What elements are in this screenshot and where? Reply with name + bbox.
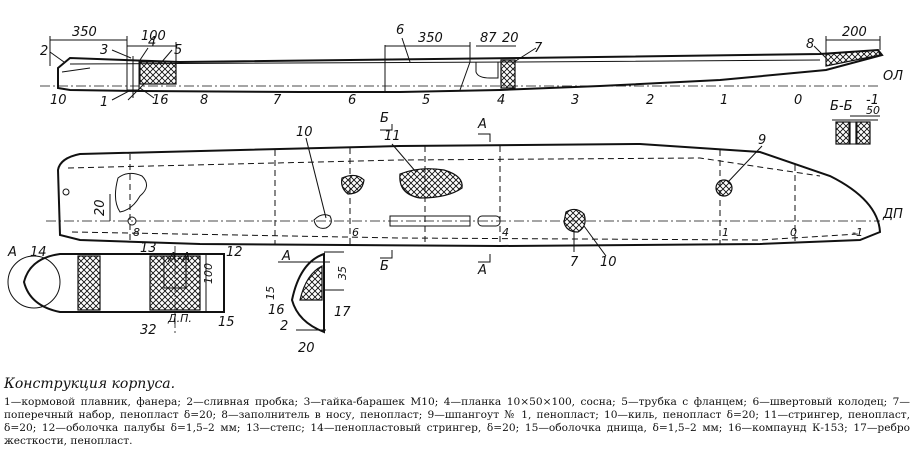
section-aa-callout-13: 13 [140, 241, 157, 256]
plan-hull-outline [56, 142, 882, 248]
section-aa-callout-12: 12 [226, 245, 243, 260]
station-4: 4 [497, 93, 505, 108]
caption-legend: 1—кормовой плавник, фанера; 2—сливная пр… [4, 396, 910, 447]
waterline-label: ОЛ [883, 69, 903, 84]
section-bb: Б-Б 50 [830, 99, 880, 145]
station-10: 10 [50, 93, 67, 108]
frame-1-block [715, 179, 733, 197]
hull-construction-drawing: 350 100 350 87 20 200 2 3 4 5 6 7 8 1 16… [7, 23, 903, 356]
detail-a-dim-15: 15 [264, 286, 277, 300]
callout-7: 7 [534, 41, 543, 56]
station-5: 5 [422, 93, 430, 108]
plan-callout-10b: 10 [600, 255, 617, 270]
section-aa: А-А А 14 13 12 15 100 32 Д.П. [7, 241, 243, 338]
station-6: 6 [348, 93, 356, 108]
keel-block [563, 208, 586, 233]
section-aa-dp: Д.П. [167, 312, 192, 325]
dim-87: 87 [480, 31, 497, 46]
detail-a-title: А [281, 249, 291, 264]
bow-filler [825, 49, 881, 67]
figure-caption: Конструкция корпуса. 1—кормовой плавник,… [4, 376, 910, 448]
dim-20: 20 [502, 31, 519, 46]
station-1: 1 [720, 93, 728, 108]
section-aa-callout-15: 15 [218, 315, 235, 330]
dim-200: 200 [842, 25, 867, 40]
detail-a-dim-35: 35 [336, 266, 349, 280]
detail-a: А 35 15 2 20 16 17 [264, 249, 351, 356]
plan-station-4: 4 [502, 226, 509, 239]
section-bb-dim-50: 50 [866, 104, 880, 117]
station-minus-1: -1 [866, 93, 879, 108]
section-bb-title: Б-Б [830, 99, 853, 114]
callout-16: 16 [152, 93, 169, 108]
centerline-label: ДП [882, 207, 903, 222]
dim-100: 100 [141, 29, 166, 44]
section-mark-b-top: Б [380, 111, 389, 126]
dim-350-stern: 350 [72, 25, 97, 40]
section-aa-outline [22, 253, 225, 313]
callout-5: 5 [174, 43, 182, 58]
side-view: 350 100 350 87 20 200 2 3 4 5 6 7 8 1 16… [40, 23, 903, 110]
section-mark-b-bottom: Б [380, 259, 389, 274]
detail-a-dim-20: 20 [298, 341, 315, 356]
detail-a-dim-2: 2 [280, 319, 288, 334]
section-aa-callout-a: А [7, 245, 17, 260]
section-aa-dim-100: 100 [202, 263, 215, 284]
detail-a-callout-16: 16 [268, 303, 285, 318]
station-0: 0 [794, 93, 802, 108]
plan-station-8: 8 [133, 226, 140, 239]
plan-station-1: 1 [722, 226, 729, 239]
plan-callout-9: 9 [758, 133, 766, 148]
plan-callout-10: 10 [296, 125, 313, 140]
plan-station-6: 6 [352, 226, 359, 239]
frame-pack-plan-7b [399, 168, 463, 199]
plan-callout-7: 7 [570, 255, 579, 270]
section-mark-a-top: А [477, 117, 487, 132]
callout-4: 4 [148, 35, 156, 50]
dim-350-mid: 350 [418, 31, 443, 46]
plan-station-0: 0 [790, 226, 797, 239]
station-8: 8 [200, 93, 208, 108]
detail-a-callout-17: 17 [334, 305, 351, 320]
stern-filler [139, 61, 177, 85]
station-3: 3 [571, 93, 579, 108]
plan-view: 10 11 9 7 10 Б Б А А 20 8 6 4 1 0 -1 ДП [46, 111, 903, 278]
station-2: 2 [646, 93, 654, 108]
callout-1: 1 [100, 95, 108, 110]
plan-callout-11: 11 [384, 129, 401, 144]
frame-pack-7 [500, 59, 516, 89]
caption-title: Конструкция корпуса. [4, 376, 176, 392]
plan-dim-20: 20 [93, 199, 108, 216]
section-aa-dim-32: 32 [140, 323, 157, 338]
station-7: 7 [273, 93, 282, 108]
plan-station-minus-1: -1 [852, 226, 863, 239]
detail-a-outline [290, 252, 325, 334]
section-mark-a-bottom: А [477, 263, 487, 278]
callout-8: 8 [806, 37, 814, 52]
callout-2: 2 [40, 44, 48, 59]
callout-3: 3 [100, 43, 108, 58]
callout-6: 6 [396, 23, 404, 38]
frame-pack-plan-7a [341, 174, 365, 195]
section-aa-callout-14: 14 [30, 245, 47, 260]
side-hull-outline [57, 48, 884, 93]
